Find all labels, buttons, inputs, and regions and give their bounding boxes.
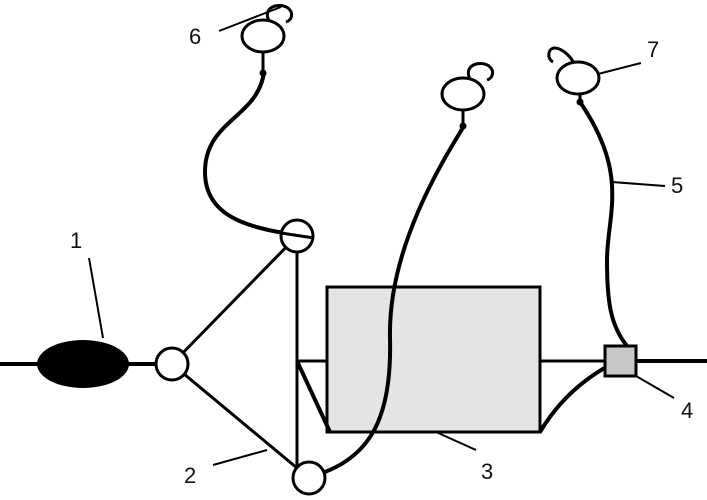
label-4: 4	[681, 398, 693, 423]
swivel-ring-lower	[291, 460, 327, 496]
callout-line-2	[212, 449, 268, 466]
label-3: 3	[481, 459, 493, 484]
float-middle-knot	[459, 122, 467, 130]
float-7	[555, 60, 601, 96]
box-rig-bottom-left	[295, 360, 332, 433]
hook-float-7-icon	[547, 46, 576, 64]
label-5: 5	[671, 173, 683, 198]
label-7: 7	[647, 37, 659, 62]
leader-to-float-middle	[315, 124, 466, 477]
callout-line-7	[597, 62, 642, 75]
label-2: 2	[184, 463, 196, 488]
callout-line-3	[435, 431, 477, 451]
leader-to-float-6	[202, 71, 298, 237]
feeder-box	[325, 285, 542, 434]
box-rig-bottom-right	[538, 364, 609, 434]
float-7-knot	[576, 98, 584, 106]
float-middle	[440, 76, 486, 112]
swivel-ring-left	[154, 346, 190, 382]
clip-4	[603, 344, 638, 378]
callout-line-5	[611, 181, 666, 187]
callout-line-6	[218, 6, 282, 32]
float-6	[240, 18, 286, 54]
frame-upper-arm	[170, 234, 299, 366]
callout-line-1	[88, 257, 104, 339]
float-6-knot	[259, 69, 267, 77]
feeder-weight	[37, 340, 129, 388]
hook-float-middle-icon	[466, 62, 495, 82]
swivel-ring-upper-bar	[280, 231, 315, 240]
leader-5	[578, 100, 629, 348]
frame-lower-arm	[171, 362, 310, 480]
label-1: 1	[70, 228, 82, 253]
callout-line-4	[635, 375, 675, 399]
label-6: 6	[189, 24, 201, 49]
